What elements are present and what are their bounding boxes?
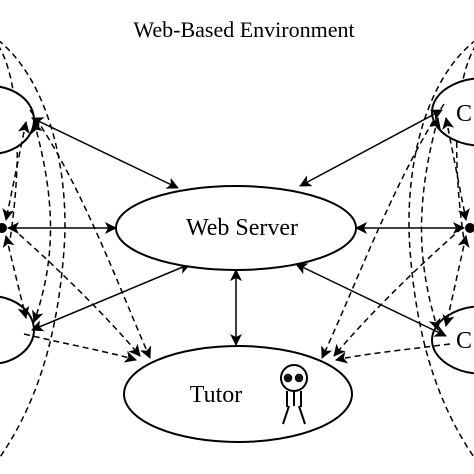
web-server-label: Web Server <box>186 215 298 241</box>
edge-leftbottom-webserver <box>31 262 191 332</box>
right-bottom-node-label: C <box>456 328 472 354</box>
diagram-title: Web-Based Environment <box>133 17 354 42</box>
left-top-node <box>0 85 35 155</box>
edge-rightbottom-webserver <box>295 263 447 337</box>
stick-figure-person-icon <box>280 364 308 425</box>
dashed-edges-right <box>321 103 470 364</box>
tutor-label: Tutor <box>190 382 242 408</box>
right-junction-dot <box>465 223 474 233</box>
left-junction-dot <box>0 223 7 233</box>
left-bottom-node <box>0 295 35 365</box>
edge-righttop-webserver <box>299 109 443 187</box>
dashed-edges-left <box>2 109 152 363</box>
edge-lefttop-webserver <box>31 117 179 189</box>
web-server-node <box>115 185 357 271</box>
right-top-node-label: C <box>456 101 472 127</box>
solid-edges <box>7 109 465 346</box>
